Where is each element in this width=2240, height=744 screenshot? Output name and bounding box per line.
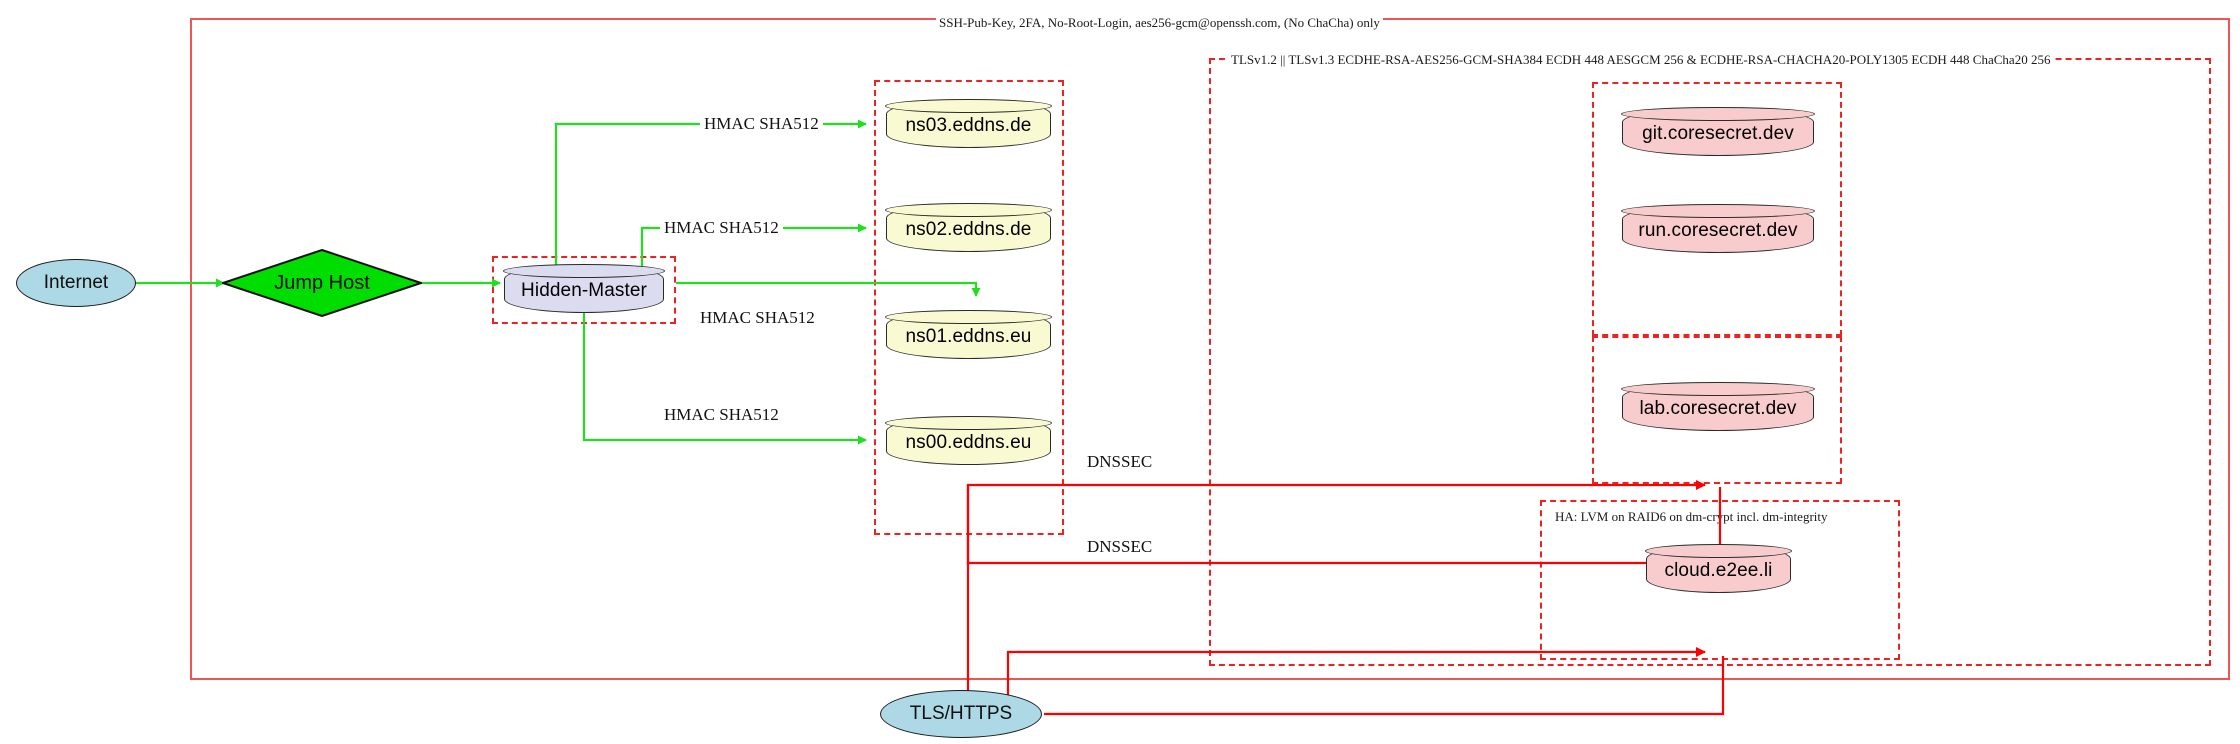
node-jump-host[interactable]: Jump Host [222, 249, 422, 317]
node-ns00[interactable]: ns00.eddns.eu [885, 416, 1052, 465]
node-tls-https[interactable]: TLS/HTTPS [880, 690, 1042, 738]
edge-label-dnssec-lower: DNSSEC [1083, 537, 1157, 557]
node-lab-coresecret-label: lab.coresecret.dev [1639, 397, 1797, 419]
cluster-ha-storage-label: HA: LVM on RAID6 on dm-crypt incl. dm-in… [1552, 510, 1831, 524]
cluster-coresecret-lab [1592, 336, 1842, 484]
node-ns02[interactable]: ns02.eddns.de [885, 203, 1052, 252]
node-tls-https-label: TLS/HTTPS [909, 703, 1013, 724]
node-ns03-label: ns03.eddns.de [905, 114, 1032, 136]
node-cloud-e2ee-label: cloud.e2ee.li [1664, 559, 1773, 581]
edge-label-hmac-ns00: HMAC SHA512 [660, 405, 783, 425]
edge-label-hmac-ns03: HMAC SHA512 [700, 114, 823, 134]
node-run-coresecret-label: run.coresecret.dev [1638, 219, 1798, 241]
cluster-ssh-perimeter-label: SSH-Pub-Key, 2FA, No-Root-Login, aes256-… [936, 16, 1383, 30]
node-ns03[interactable]: ns03.eddns.de [885, 99, 1052, 148]
node-ns00-label: ns00.eddns.eu [905, 431, 1032, 453]
node-cloud-e2ee[interactable]: cloud.e2ee.li [1645, 544, 1792, 593]
node-hidden-master-label: Hidden-Master [521, 279, 647, 301]
edge-label-hmac-ns02: HMAC SHA512 [660, 218, 783, 238]
cluster-tls-perimeter-label: TLSv1.2 || TLSv1.3 ECDHE-RSA-AES256-GCM-… [1228, 53, 2054, 67]
node-ns02-label: ns02.eddns.de [905, 218, 1032, 240]
cluster-dns-servers [874, 80, 1064, 535]
node-ns01[interactable]: ns01.eddns.eu [885, 310, 1052, 359]
node-ns01-label: ns01.eddns.eu [905, 325, 1032, 347]
node-run-coresecret[interactable]: run.coresecret.dev [1621, 204, 1815, 253]
node-internet-label: Internet [43, 272, 109, 293]
cluster-coresecret-services [1592, 82, 1842, 336]
node-hidden-master[interactable]: Hidden-Master [503, 264, 665, 313]
node-internet[interactable]: Internet [16, 259, 136, 307]
node-git-coresecret-label: git.coresecret.dev [1642, 122, 1794, 144]
node-git-coresecret[interactable]: git.coresecret.dev [1621, 107, 1815, 156]
edge-label-hmac-ns01: HMAC SHA512 [696, 308, 819, 328]
edge-label-dnssec-upper: DNSSEC [1083, 452, 1157, 472]
node-lab-coresecret[interactable]: lab.coresecret.dev [1621, 382, 1815, 431]
